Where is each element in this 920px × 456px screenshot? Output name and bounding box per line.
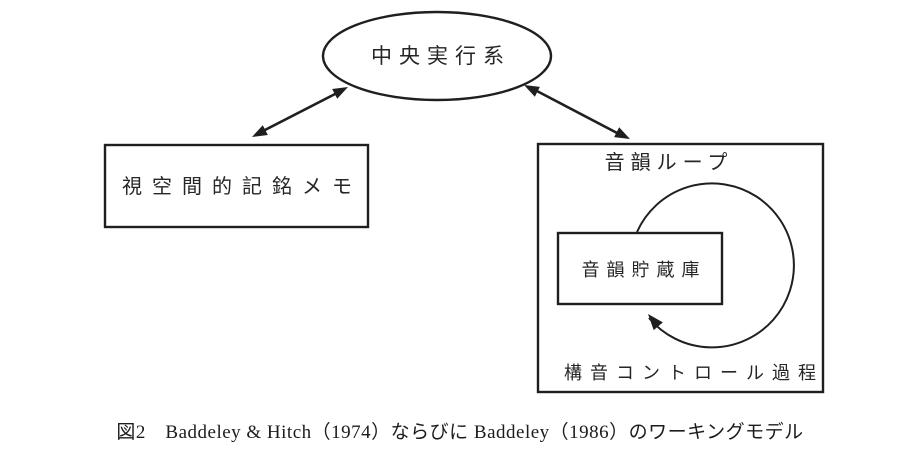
- bidirectional-arrow-right: [524, 85, 630, 139]
- articulatory-control-process-label: 構音コントロール過程: [564, 363, 824, 383]
- phonological-store-label: 音韻貯蔵庫: [582, 260, 707, 280]
- phonological-loop-box: [536, 142, 825, 394]
- arrowhead-down-icon: [252, 125, 268, 137]
- arrow-shaft: [262, 91, 338, 133]
- phonological-store-box: [556, 231, 724, 306]
- central-executive-ellipse: [321, 10, 553, 102]
- bidirectional-arrow-left: [252, 87, 348, 137]
- rehearsal-loop-arc: [636, 182, 795, 349]
- figure-caption: 図2 Baddeley & Hitch（1974）ならびに Baddeley（1…: [116, 421, 803, 443]
- phonological-loop-label: 音韻ループ: [605, 151, 734, 174]
- visuospatial-sketchpad-box: [103, 143, 370, 229]
- central-executive-label: 中央実行系: [371, 44, 511, 68]
- arrowhead-up-icon: [524, 85, 540, 97]
- visuospatial-sketchpad-label: 視空間的記銘メモ: [122, 175, 362, 198]
- arrow-shaft: [534, 88, 620, 136]
- loop-arrowhead-icon: [648, 314, 663, 331]
- arrowhead-down-icon: [614, 127, 630, 139]
- arrowhead-up-icon: [332, 87, 348, 99]
